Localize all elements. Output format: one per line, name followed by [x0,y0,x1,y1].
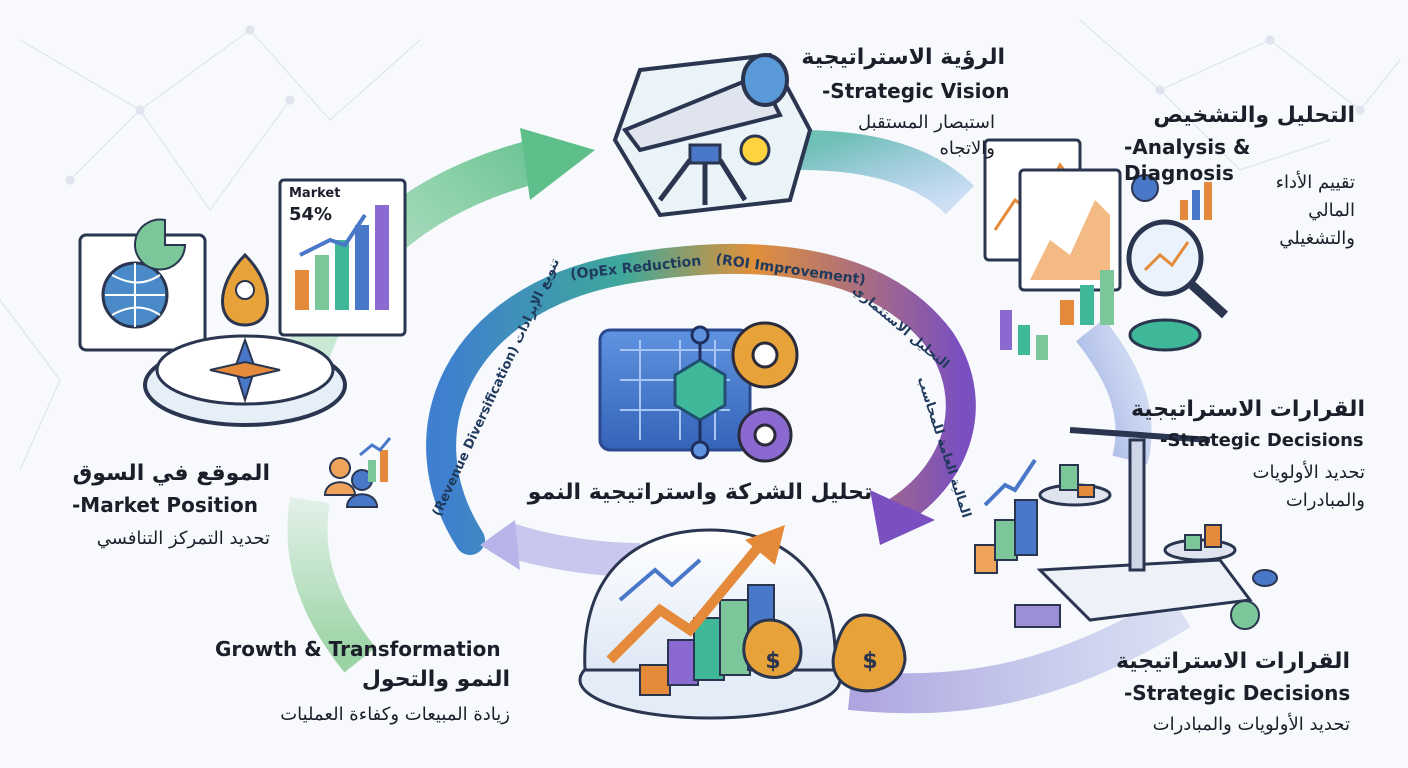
market-chart-percent: 54% [289,204,333,225]
background-network [0,19,1401,471]
growth-chart-money-icon: $ $ [578,525,907,720]
decisions-1-desc-2: والمبادرات [1285,490,1365,511]
arrow-analysis-to-decisions [1075,318,1152,465]
compass-pin-icon [78,178,407,508]
analysis-title-ar: التحليل والتشخيص [1153,103,1355,128]
decisions-2-title-ar: القرارات الاستراتيجية [1115,649,1350,674]
blueprint-gears-icon [598,321,799,463]
analysis-desc-2: المالي [1308,200,1355,221]
decisions-1-title-ar: القرارات الاستراتيجية [1130,397,1365,422]
analysis-title-en: -Analysis & Diagnosis [1124,135,1251,185]
decisions-1-title-en: -Strategic Decisions [1160,430,1364,451]
vision-title-ar: الرؤية الاستراتيجية [801,45,1005,70]
growth-title-en: Growth & Transformation [215,637,501,661]
market-title-en: -Market Position [72,493,258,517]
growth-desc-1: زيادة المبيعات وكفاءة العمليات [280,704,510,725]
vision-title-en: -Strategic Vision [822,79,1010,103]
vision-desc-1: استبصار المستقبل [857,112,995,133]
svg-text:$: $ [765,649,780,674]
market-title-ar: الموقع في السوق [72,461,270,486]
center-title: تحليل الشركة واستراتيجية النمو [527,480,873,505]
decisions-1-desc-1: تحديد الأولويات [1252,462,1365,483]
decisions-2-desc-1: تحديد الأولويات والمبادرات [1152,714,1350,735]
market-chart-label: Market [289,186,341,201]
arrow-decisions-to-growth [848,592,1191,714]
vision-desc-2: والاتجاه [939,138,995,159]
svg-text:$: $ [862,649,877,674]
magnifier-chart-icon [983,138,1229,360]
market-desc-1: تحديد التمركز التنافسي [96,528,270,549]
arrow-vision-to-analysis [799,130,975,215]
balance-scale-icon [974,427,1278,630]
decisions-2-title-en: -Strategic Decisions [1124,681,1351,705]
analysis-desc-1: تقييم الأداء [1275,172,1355,193]
growth-title-ar: النمو والتحول [361,667,510,692]
analysis-desc-3: والتشغيلي [1279,228,1355,249]
arrow-growth-to-market [287,496,376,673]
analysis-bars [1000,270,1114,360]
telescope-icon [612,52,813,218]
